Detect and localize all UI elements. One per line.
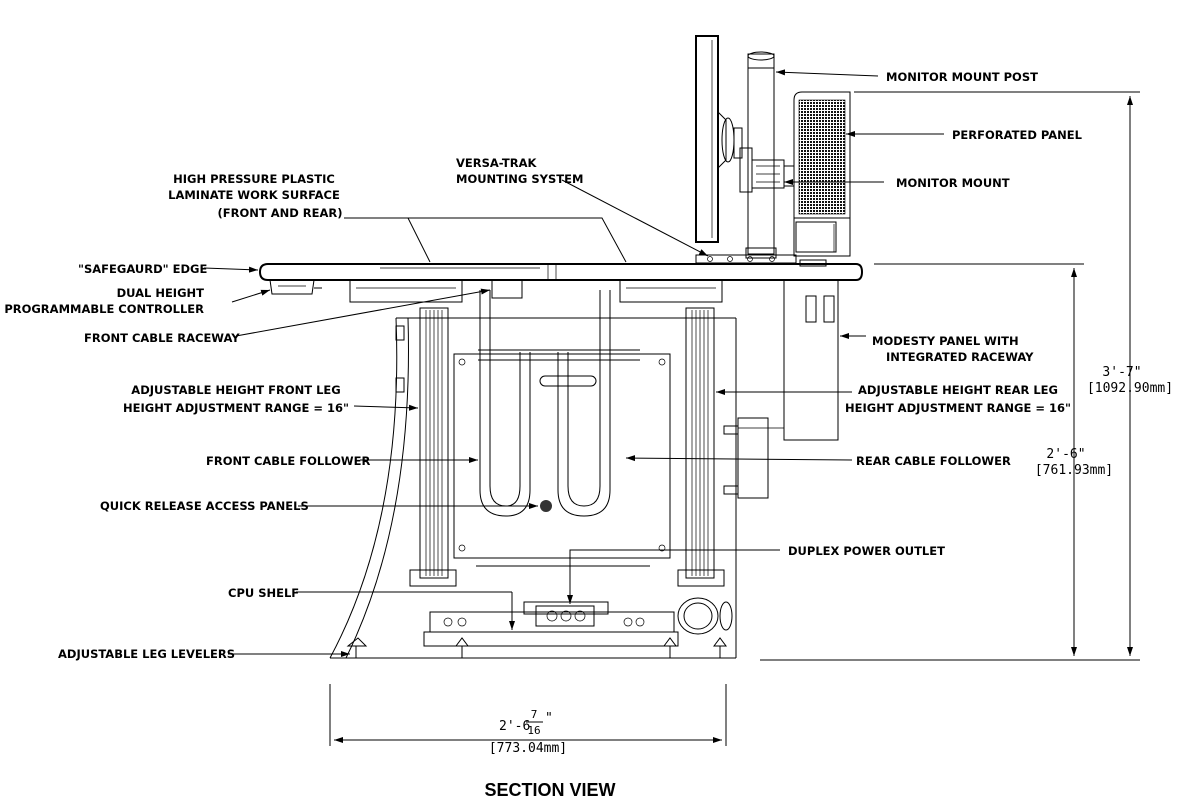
label-front-cable-raceway: FRONT CABLE RACEWAY — [84, 331, 240, 345]
dim-surface-height-mm: [761.93mm] — [1035, 463, 1113, 478]
dim-surface-height: 2'-6" — [1046, 447, 1085, 462]
dim-depth-mm: [773.04mm] — [489, 741, 567, 756]
monitor — [695, 35, 743, 243]
dim-depth-denominator: 16 — [527, 724, 540, 737]
label-controller-line2: PROGRAMMABLE CONTROLLER — [4, 302, 204, 316]
label-front-leg-line1: ADJUSTABLE HEIGHT FRONT LEG — [131, 383, 340, 397]
front-leg-bracket — [349, 279, 463, 303]
dim-depth-numerator: 7 — [531, 708, 538, 721]
label-rear-leg-line1: ADJUSTABLE HEIGHT REAR LEG — [858, 383, 1058, 397]
label-cpu-shelf: CPU SHELF — [228, 586, 299, 600]
rear-cable-follower — [557, 290, 611, 517]
rear-leg-bracket — [619, 279, 723, 303]
monitor-mount — [739, 147, 795, 193]
height-controller — [269, 279, 322, 295]
dim-depth-whole: 2'-6 — [499, 719, 530, 734]
cpu-shelf — [423, 611, 679, 647]
label-controller-line1: DUAL HEIGHT — [117, 286, 205, 300]
label-modesty-panel-line2: INTEGRATED RACEWAY — [886, 350, 1034, 364]
section-view-caption: SECTION VIEW — [484, 780, 615, 800]
leader-lines — [203, 69, 944, 657]
label-versa-trak-line1: VERSA-TRAK — [456, 156, 537, 170]
label-front-cable-follower: FRONT CABLE FOLLOWER — [206, 454, 370, 468]
dim-overall-height-mm: [1092.90mm] — [1087, 381, 1173, 396]
workstation-drawing — [258, 35, 864, 659]
label-rear-leg-line2: HEIGHT ADJUSTMENT RANGE = 16" — [845, 401, 1071, 415]
label-work-surface-line1: HIGH PRESSURE PLASTIC — [173, 172, 335, 186]
perforated-panel — [793, 91, 851, 257]
label-rear-cable-follower: REAR CABLE FOLLOWER — [856, 454, 1011, 468]
dim-depth-inch-mark: " — [545, 711, 553, 726]
front-panel — [329, 317, 737, 659]
dimension-lines — [329, 91, 1140, 746]
work-surface — [258, 263, 864, 281]
monitor-mount-post — [745, 51, 777, 259]
label-safeguard-edge: "SAFEGAURD" EDGE — [78, 262, 207, 276]
label-front-leg-line2: HEIGHT ADJUSTMENT RANGE = 16" — [123, 401, 349, 415]
rear-leg — [677, 307, 725, 587]
label-monitor-mount-post: MONITOR MOUNT POST — [886, 70, 1038, 84]
modesty-panel — [723, 279, 839, 499]
label-versa-trak-line2: MOUNTING SYSTEM — [456, 172, 583, 186]
label-work-surface-line2: LAMINATE WORK SURFACE — [168, 188, 340, 202]
label-perforated-panel: PERFORATED PANEL — [952, 128, 1083, 142]
label-duplex-outlet: DUPLEX POWER OUTLET — [788, 544, 945, 558]
cable-coil — [677, 597, 733, 635]
front-cable-follower — [479, 290, 531, 517]
duplex-outlet — [523, 601, 609, 627]
label-access-panels: QUICK RELEASE ACCESS PANELS — [100, 499, 309, 513]
label-work-surface-line3: (FRONT AND REAR) — [217, 206, 342, 220]
label-modesty-panel-line1: MODESTY PANEL WITH — [872, 334, 1019, 348]
dim-overall-height: 3'-7" — [1102, 365, 1141, 380]
label-monitor-mount: MONITOR MOUNT — [896, 176, 1010, 190]
raceway-box — [491, 279, 523, 299]
label-leg-levelers: ADJUSTABLE LEG LEVELERS — [58, 647, 235, 661]
leg-levelers — [346, 637, 727, 658]
front-leg — [409, 307, 457, 587]
